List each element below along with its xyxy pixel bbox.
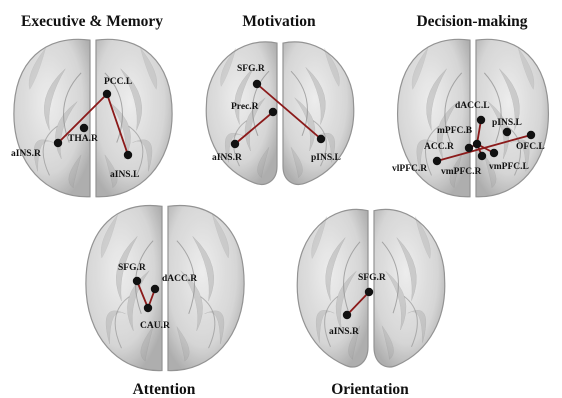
node-pins-l <box>316 134 326 144</box>
node-tha-r <box>79 123 89 133</box>
node-pcc-l <box>102 89 112 99</box>
node-label-vmpfc-r: vmPFC.R <box>441 167 482 177</box>
panel-title: Attention <box>133 381 196 398</box>
edge-sfg-r-ains-r <box>346 291 370 316</box>
node-label-ains-r: aINS.R <box>329 327 359 337</box>
node-label-ains-r: aINS.R <box>11 149 41 159</box>
node-cau-r <box>143 303 153 313</box>
node-sfg-r <box>252 79 262 89</box>
panel-decision-making: Decision-making dACC.L mPFC.B pINS.L ACC.R OF… <box>392 13 550 198</box>
node-label-dacc-r: dACC.R <box>162 274 197 284</box>
panel-title: Executive & Memory <box>21 13 163 30</box>
node-ains-r <box>53 138 63 148</box>
node-label-vmpfc-l: vmPFC.L <box>489 162 529 172</box>
node-label-acc-r: ACC.R <box>424 142 454 152</box>
connection-edges <box>57 93 129 156</box>
node-label-vlpfc-r: vlPFC.R <box>392 164 427 174</box>
edge-pcc-l-ains-r <box>57 93 108 144</box>
panel-title: Orientation <box>331 381 409 398</box>
node-vmpfc-l <box>489 148 499 158</box>
node-label-cau-r: CAU.R <box>140 321 170 331</box>
node-sfg-r <box>364 287 374 297</box>
panel-attention: Attention SFG.R dACC.R CAU.R <box>85 204 245 398</box>
node-label-sfg-r: SFG.R <box>118 263 146 273</box>
edge-pcc-l-ains-l <box>106 93 129 156</box>
connection-edges <box>346 291 370 316</box>
node-dacc-r <box>150 284 160 294</box>
node-prec-r <box>268 107 278 117</box>
node-label-pcc-l: PCC.L <box>104 77 132 87</box>
node-label-ains-r: aINS.R <box>212 153 242 163</box>
edge-sfg-r-cau-r <box>136 280 149 309</box>
node-label-ains-l: aINS.L <box>110 170 139 180</box>
node-pins-l <box>502 127 512 137</box>
node-label-tha-r: THA.R <box>68 134 98 144</box>
node-label-pins-l: pINS.L <box>492 118 522 128</box>
node-label-ofc-l: OFC.L <box>516 142 545 152</box>
node-label-sfg-r: SFG.R <box>358 273 386 283</box>
brain-render <box>85 204 245 372</box>
panel-title: Decision-making <box>416 13 527 30</box>
node-vlpfc-r <box>432 156 442 166</box>
node-label-pins-l: pINS.L <box>311 153 341 163</box>
edge-prec-r-ains-r <box>234 111 274 145</box>
node-sfg-r <box>132 276 142 286</box>
node-label-dacc-l: dACC.L <box>455 101 490 111</box>
node-acc-r <box>464 143 474 153</box>
node-dacc-l <box>476 115 486 125</box>
connection-edges <box>234 83 322 145</box>
node-vmpfc-r <box>477 151 487 161</box>
brain-render <box>13 38 173 198</box>
node-label-sfg-r: SFG.R <box>237 64 265 74</box>
node-ofc-l <box>526 130 536 140</box>
edge-sfg-r-pins-l <box>256 83 322 140</box>
node-ains-r <box>230 139 240 149</box>
node-mpfc-b <box>472 139 482 149</box>
panel-orientation: Orientation SFG.R aINS.R <box>296 208 446 398</box>
brain-render <box>205 41 355 185</box>
node-ains-r <box>342 310 352 320</box>
brain-render <box>296 208 446 368</box>
node-ains-l <box>123 150 133 160</box>
panel-title: Motivation <box>242 13 316 30</box>
node-label-prec-r: Prec.R <box>231 102 259 112</box>
node-label-mpfc-b: mPFC.B <box>437 126 473 136</box>
